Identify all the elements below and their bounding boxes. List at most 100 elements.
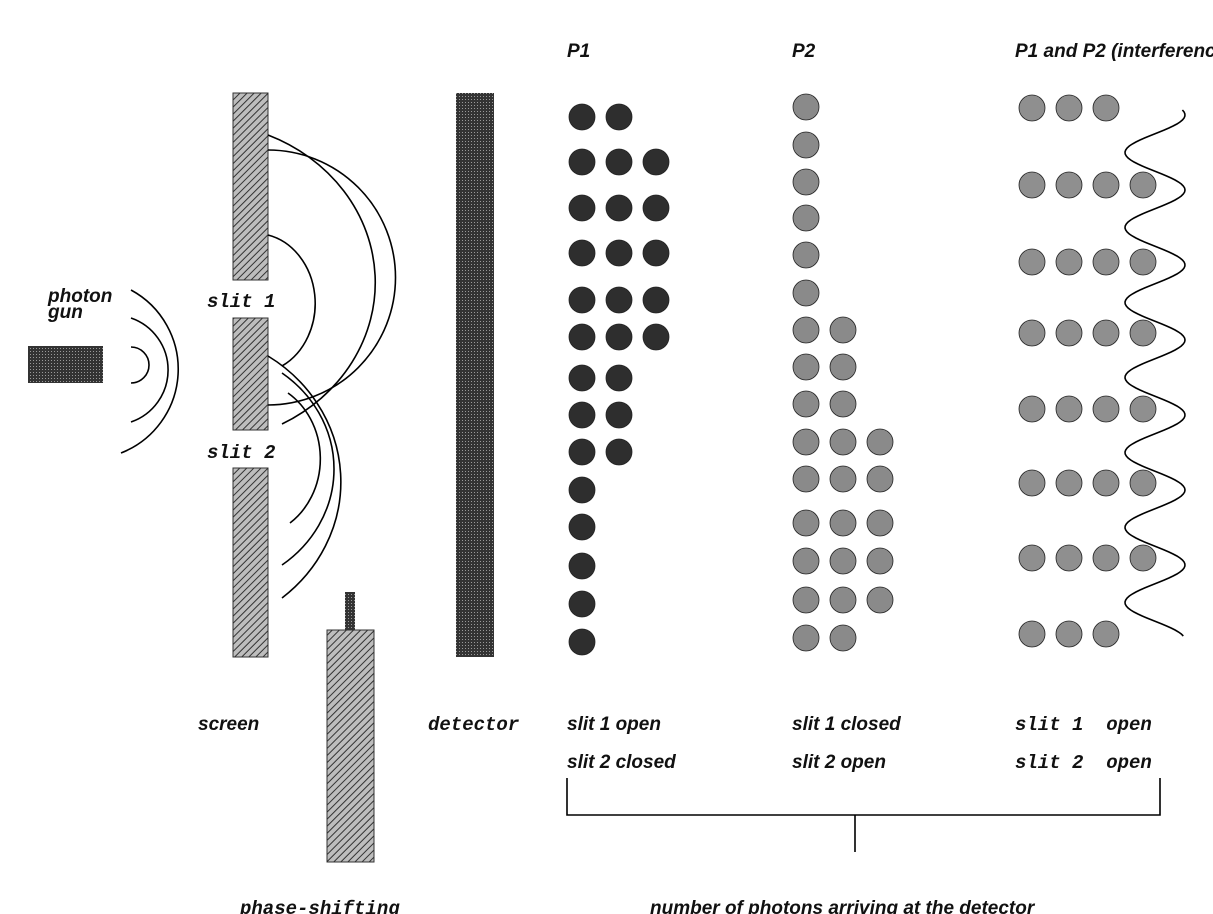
photon-dot	[1129, 469, 1157, 497]
photon-gun-label-2: gun	[47, 302, 83, 323]
photon-dot	[1055, 620, 1083, 648]
photon-dot	[568, 590, 596, 618]
photon-dot	[792, 241, 820, 269]
phase-shifter-label: phase-shifting	[239, 898, 400, 914]
detector	[456, 93, 494, 657]
photon-dot	[792, 428, 820, 456]
photon-dot	[605, 364, 633, 392]
photon-dot	[568, 148, 596, 176]
photon-dot	[866, 465, 894, 493]
photon-dot	[642, 148, 670, 176]
photon-dot	[1092, 469, 1120, 497]
photon-dot	[1092, 544, 1120, 572]
screen-label: screen	[198, 714, 259, 735]
photon-dot	[605, 239, 633, 267]
photon-dot	[866, 586, 894, 614]
photon-dot	[792, 465, 820, 493]
photon-dot	[642, 194, 670, 222]
photon-dot	[1129, 544, 1157, 572]
photon-dot	[1092, 171, 1120, 199]
photon-dot	[792, 168, 820, 196]
photon-dot	[792, 624, 820, 652]
photon-dot	[829, 390, 857, 418]
photon-dot	[1055, 544, 1083, 572]
photon-gun	[28, 346, 103, 383]
photon-dot	[568, 364, 596, 392]
photon-dot	[568, 286, 596, 314]
photon-dot	[568, 401, 596, 429]
photon-dot	[605, 323, 633, 351]
photon-dot	[792, 390, 820, 418]
photon-dot	[568, 628, 596, 656]
photon-dot	[1055, 469, 1083, 497]
slit-2-label: slit 2	[207, 442, 275, 464]
photon-dot	[829, 316, 857, 344]
photon-dot	[829, 353, 857, 381]
photon-dot	[866, 428, 894, 456]
photon-dot	[568, 103, 596, 131]
photon-dot	[792, 93, 820, 121]
photon-dot	[568, 239, 596, 267]
photon-dot	[829, 465, 857, 493]
photon-dot	[792, 131, 820, 159]
photon-dot	[568, 323, 596, 351]
photon-dot	[829, 624, 857, 652]
photon-dot	[642, 323, 670, 351]
photon-dot	[1055, 171, 1083, 199]
photon-dot	[605, 438, 633, 466]
photon-dot	[1018, 94, 1046, 122]
photon-dot	[1129, 319, 1157, 347]
photon-dot	[605, 103, 633, 131]
photon-dot	[792, 547, 820, 575]
photon-dot	[642, 286, 670, 314]
screen-top	[232, 92, 269, 281]
photon-dot	[605, 401, 633, 429]
photon-dots	[568, 93, 1157, 656]
photon-dot	[1092, 620, 1120, 648]
photon-dot	[792, 509, 820, 537]
photon-dot	[829, 547, 857, 575]
photon-dot	[605, 148, 633, 176]
interference-wave	[1124, 109, 1186, 637]
p2-cond-1: slit 1 closed	[792, 714, 901, 735]
photon-dot	[792, 316, 820, 344]
photon-dot	[1092, 395, 1120, 423]
photon-dot	[1018, 171, 1046, 199]
slit-1-waves	[267, 134, 397, 425]
photon-dot	[1018, 319, 1046, 347]
p12-cond-1: slit 1 open	[1015, 714, 1152, 736]
phase-shifter-stem	[345, 592, 355, 630]
screen-middle	[232, 317, 269, 431]
photon-dot	[829, 428, 857, 456]
photon-dot	[1092, 94, 1120, 122]
photon-dot	[605, 286, 633, 314]
gun-waves	[120, 289, 179, 454]
screen-bottom	[232, 467, 269, 658]
photon-dot	[1055, 94, 1083, 122]
phase-shifter	[326, 629, 375, 863]
photon-dot	[642, 239, 670, 267]
photon-dot	[568, 438, 596, 466]
photon-dot	[1129, 171, 1157, 199]
photon-dot	[1018, 395, 1046, 423]
photon-dot	[1092, 319, 1120, 347]
photon-dot	[568, 513, 596, 541]
photon-dot	[1055, 395, 1083, 423]
photon-dot	[1018, 469, 1046, 497]
p1-cond-2: slit 2 closed	[567, 752, 676, 773]
slit-1-label: slit 1	[207, 291, 275, 313]
photon-gun-label-1: photon	[47, 286, 112, 307]
p1-cond-1: slit 1 open	[567, 714, 661, 735]
photon-dot	[792, 204, 820, 232]
photon-dot	[829, 509, 857, 537]
bottom-caption: number of photons arriving at the detect…	[650, 898, 1036, 914]
photon-dot	[1092, 248, 1120, 276]
slit-2-waves	[267, 355, 342, 599]
photon-dot	[1018, 248, 1046, 276]
photon-dot	[792, 353, 820, 381]
photon-dot	[568, 194, 596, 222]
photon-dot	[792, 279, 820, 307]
photon-dot	[568, 476, 596, 504]
